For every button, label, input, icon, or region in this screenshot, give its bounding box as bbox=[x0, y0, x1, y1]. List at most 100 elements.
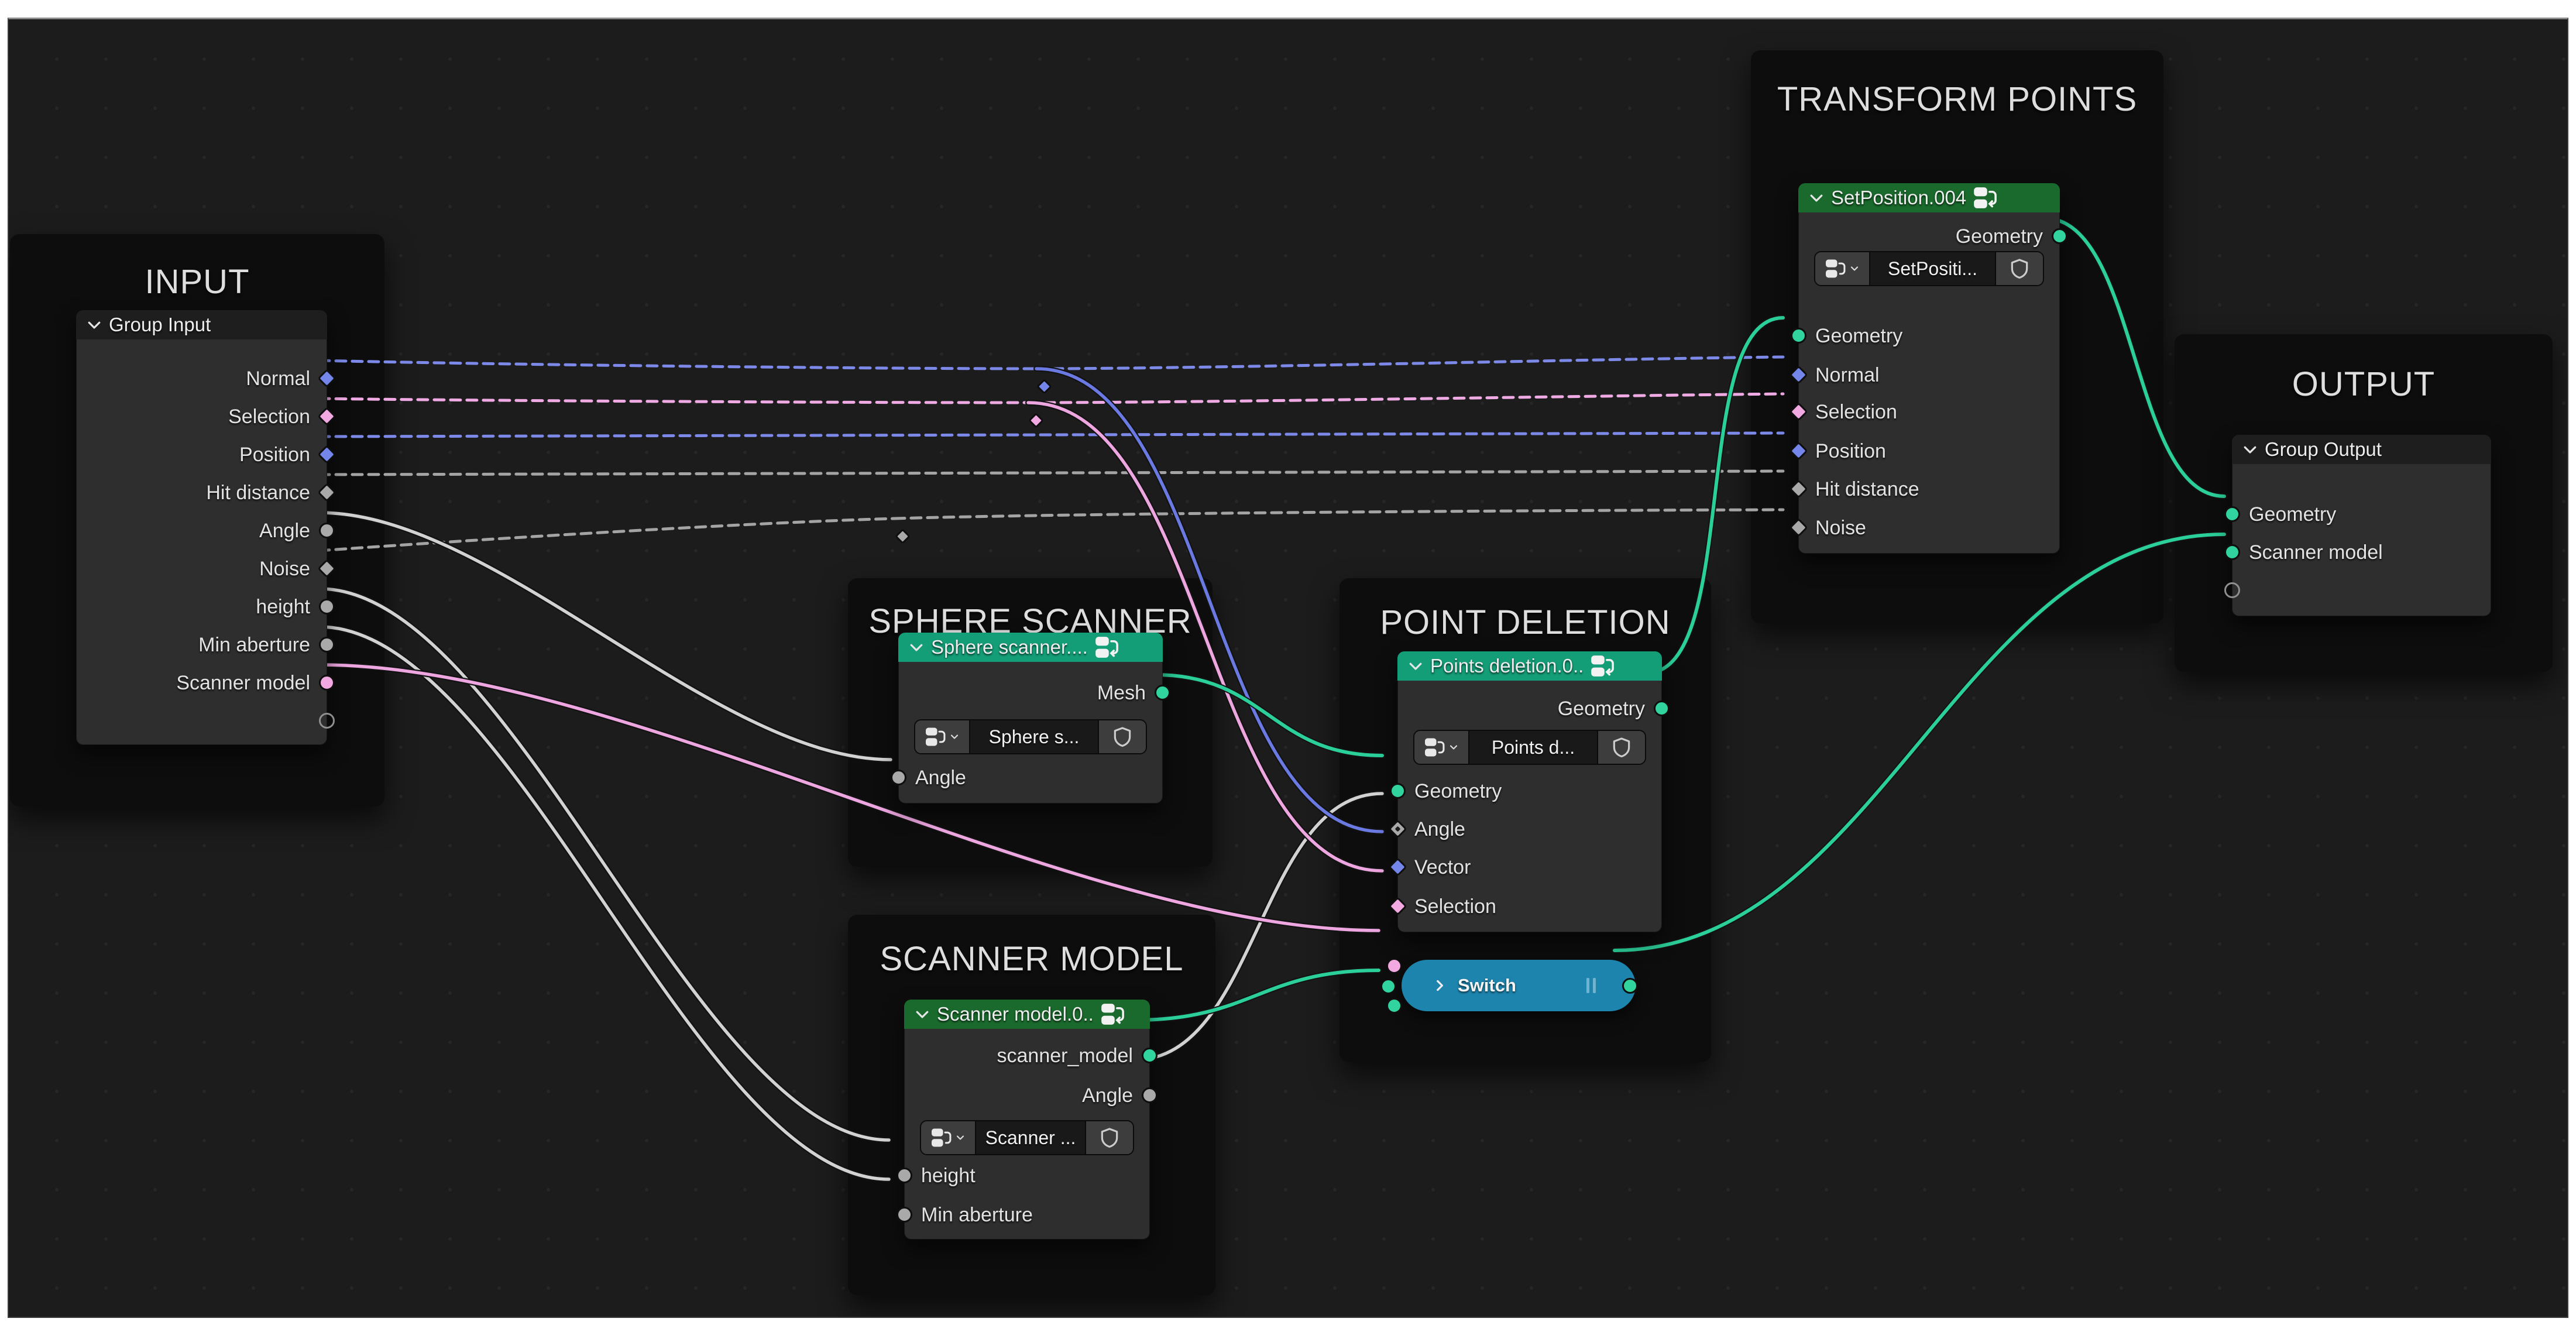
socket-output-angle[interactable] bbox=[1142, 1087, 1158, 1103]
frame-scanner-model-title: SCANNER MODEL bbox=[880, 940, 1184, 978]
socket-row-normal: Normal bbox=[1789, 362, 2059, 388]
node-switch-label: Switch bbox=[1458, 975, 1516, 995]
node-set-position[interactable]: SetPosition.004 Geometry SetPositi... Ge… bbox=[1789, 183, 2067, 554]
shield-icon bbox=[2011, 259, 2028, 279]
node-group-name-field[interactable]: Scanner ... bbox=[975, 1121, 1086, 1154]
socket-row-selection: Selection bbox=[1388, 894, 1661, 919]
node-set-position-header[interactable]: SetPosition.004 bbox=[1798, 183, 2060, 212]
chevron-down-icon bbox=[1810, 194, 1823, 202]
socket-output-result[interactable] bbox=[1622, 978, 1638, 994]
socket-input-geometry[interactable] bbox=[1390, 783, 1406, 799]
fake-user-button[interactable] bbox=[1996, 252, 2043, 285]
socket-input-geometry[interactable] bbox=[1791, 328, 1806, 344]
socket-input-scanner-model[interactable] bbox=[2224, 544, 2240, 560]
frame-point-deletion-title: POINT DELETION bbox=[1380, 603, 1671, 641]
node-scanner-model-header[interactable]: Scanner model.0.. bbox=[904, 1000, 1150, 1029]
socket-input-true[interactable] bbox=[1386, 998, 1402, 1014]
socket-row-geometry: Geometry bbox=[2224, 502, 2491, 527]
reroute-normal[interactable] bbox=[1036, 379, 1052, 394]
node-header-label: Scanner model.0.. bbox=[937, 1003, 1094, 1025]
node-sphere-scanner[interactable]: Sphere scanner.... Mesh Sphere s... Angl… bbox=[891, 633, 1170, 804]
node-switch[interactable]: Switch bbox=[1380, 958, 1638, 1014]
chevron-down-icon bbox=[916, 1011, 929, 1018]
shield-icon bbox=[1101, 1128, 1118, 1148]
socket-output-mesh[interactable] bbox=[1155, 685, 1170, 701]
socket-output-scanner-model[interactable] bbox=[1142, 1048, 1158, 1063]
socket-row-hit-distance: Hit distance bbox=[1789, 476, 2059, 502]
node-header-label: SetPosition.004 bbox=[1831, 187, 1967, 208]
socket-row-mesh: Mesh bbox=[899, 680, 1170, 706]
chevron-down-icon bbox=[1850, 266, 1859, 271]
nodetree-icon bbox=[926, 727, 946, 746]
fake-user-button[interactable] bbox=[1086, 1121, 1133, 1154]
socket-output-min-aberture[interactable] bbox=[319, 637, 335, 653]
socket-row-geometry-out: Geometry bbox=[1398, 696, 1670, 722]
socket-row-noise: Noise bbox=[77, 556, 336, 582]
socket-output-geometry[interactable] bbox=[1654, 701, 1670, 716]
socket-row-scanner-model: Scanner model bbox=[77, 670, 335, 696]
reroute-selection[interactable] bbox=[1028, 413, 1044, 428]
node-group-selector[interactable]: Sphere s... bbox=[914, 719, 1147, 754]
socket-row-height: height bbox=[897, 1163, 1149, 1189]
node-group-output[interactable]: Group Output Geometry Scanner model bbox=[2224, 435, 2491, 616]
shield-icon bbox=[1613, 737, 1630, 758]
socket-row-angle-out: Angle bbox=[905, 1083, 1158, 1108]
node-group-input[interactable]: Group Input Normal Selection Position Hi… bbox=[76, 310, 336, 745]
socket-input-false[interactable] bbox=[1380, 978, 1396, 994]
node-sphere-scanner-header[interactable]: Sphere scanner.... bbox=[898, 633, 1163, 662]
socket-input-min-aberture[interactable] bbox=[897, 1207, 912, 1223]
node-group-input-header[interactable]: Group Input bbox=[76, 310, 327, 339]
socket-row-scanner-model: Scanner model bbox=[2224, 540, 2491, 565]
socket-input-geometry[interactable] bbox=[2224, 506, 2240, 522]
socket-input-height[interactable] bbox=[897, 1168, 912, 1183]
node-group-name-field[interactable]: SetPositi... bbox=[1869, 252, 1996, 285]
node-points-deletion-header[interactable]: Points deletion.0.. bbox=[1397, 651, 1662, 681]
node-group-dropdown-button[interactable] bbox=[915, 720, 969, 753]
nodetree-icon bbox=[1826, 259, 1846, 278]
nodetree-icon bbox=[932, 1128, 952, 1147]
node-editor-canvas[interactable]: INPUT SPHERE SCANNER SCANNER MODEL POINT… bbox=[8, 18, 2568, 1318]
node-group-name-field[interactable]: Points d... bbox=[1468, 731, 1598, 764]
socket-output-virtual[interactable] bbox=[319, 713, 335, 729]
fake-user-button[interactable] bbox=[1598, 731, 1645, 764]
node-points-deletion[interactable]: Points deletion.0.. Geometry Points d...… bbox=[1388, 651, 1670, 932]
nodetree-icon bbox=[1425, 738, 1445, 757]
socket-row-angle: Angle bbox=[1388, 816, 1661, 842]
socket-output-geometry[interactable] bbox=[2052, 228, 2067, 244]
socket-row-selection: Selection bbox=[1789, 399, 2059, 425]
socket-row-scanner-model: scanner_model bbox=[905, 1043, 1158, 1069]
node-group-icon bbox=[1101, 1004, 1124, 1025]
chevron-down-icon bbox=[956, 1135, 964, 1140]
socket-row-virtual bbox=[2224, 578, 2491, 603]
socket-row-min-aberture: Min aberture bbox=[77, 632, 335, 658]
grip-icon bbox=[1586, 978, 1596, 993]
fake-user-button[interactable] bbox=[1099, 720, 1146, 753]
socket-row-noise: Noise bbox=[1789, 515, 2059, 541]
socket-row-min-aberture: Min aberture bbox=[897, 1202, 1149, 1228]
socket-row-normal: Normal bbox=[77, 366, 336, 392]
node-group-icon bbox=[1095, 637, 1118, 658]
node-group-output-header[interactable]: Group Output bbox=[2232, 435, 2491, 464]
node-group-dropdown-button[interactable] bbox=[921, 1121, 975, 1154]
socket-output-scanner-model[interactable] bbox=[319, 675, 335, 691]
node-group-selector[interactable]: Points d... bbox=[1413, 730, 1646, 765]
socket-input-angle[interactable] bbox=[891, 770, 906, 785]
socket-row-angle: Angle bbox=[77, 518, 335, 544]
node-group-icon bbox=[1974, 187, 1997, 208]
frame-transform-points-title: TRANSFORM POINTS bbox=[1777, 80, 2138, 118]
socket-input-virtual[interactable] bbox=[2224, 582, 2240, 598]
socket-output-angle[interactable] bbox=[319, 523, 335, 538]
socket-input-switch[interactable] bbox=[1386, 958, 1402, 974]
chevron-down-icon bbox=[2244, 446, 2256, 454]
reroute-noise[interactable] bbox=[895, 528, 911, 544]
node-group-dropdown-button[interactable] bbox=[1815, 252, 1869, 285]
socket-row-angle: Angle bbox=[891, 765, 1162, 791]
node-header-label: Group Input bbox=[109, 314, 211, 335]
chevron-down-icon bbox=[1450, 745, 1458, 750]
node-group-selector[interactable]: Scanner ... bbox=[920, 1120, 1134, 1155]
node-group-selector[interactable]: SetPositi... bbox=[1814, 251, 2044, 286]
node-scanner-model[interactable]: Scanner model.0.. scanner_model Angle Sc… bbox=[897, 1000, 1158, 1240]
node-group-name-field[interactable]: Sphere s... bbox=[969, 720, 1099, 753]
socket-output-height[interactable] bbox=[319, 599, 335, 614]
node-group-dropdown-button[interactable] bbox=[1414, 731, 1468, 764]
